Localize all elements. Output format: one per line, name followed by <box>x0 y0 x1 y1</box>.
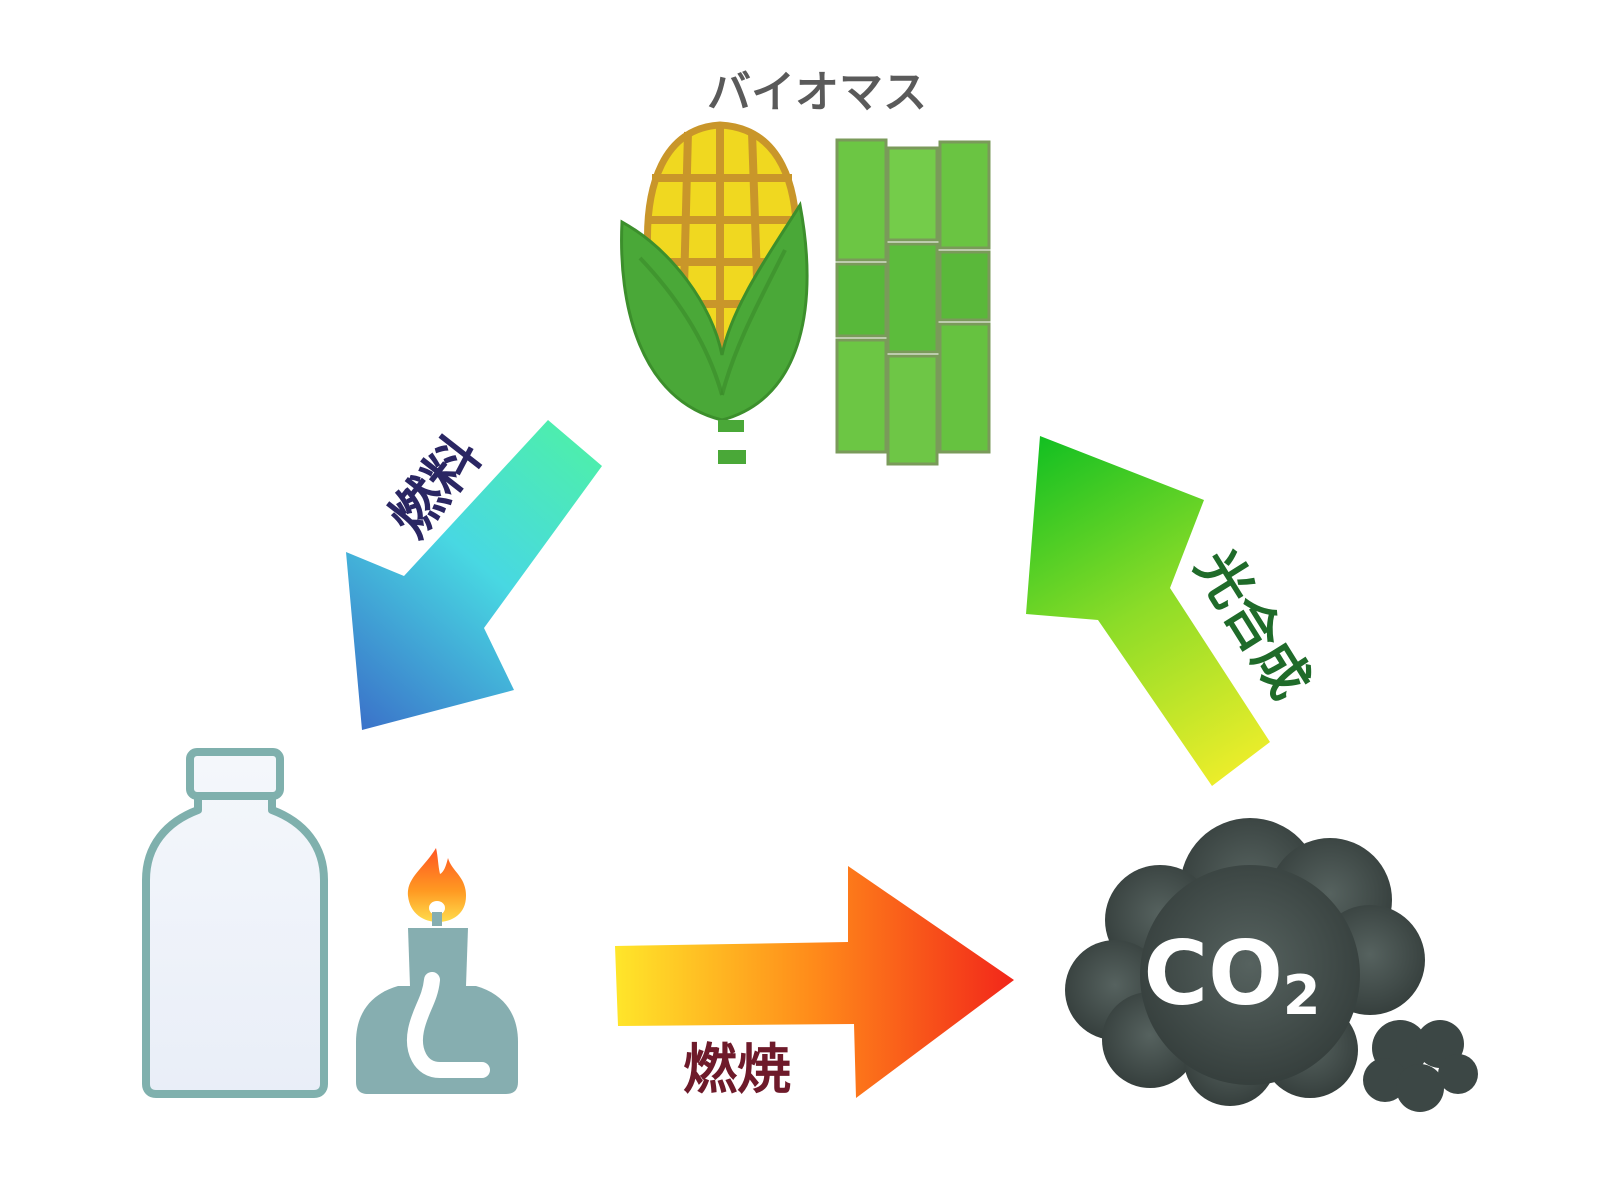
arrow-up-left-icon <box>1026 436 1270 786</box>
arrow-right-icon <box>615 866 1014 1098</box>
bottle-icon <box>142 748 328 1098</box>
combustion-label: 燃焼 <box>683 1038 791 1101</box>
arrow-down-left-icon <box>346 420 602 730</box>
co2-main-text: CO <box>1144 922 1283 1025</box>
alcohol-lamp-icon <box>356 848 518 1094</box>
sugarcane-icon <box>835 138 991 466</box>
co2-label: CO2 <box>1144 922 1321 1027</box>
co2-subscript: 2 <box>1283 964 1321 1027</box>
smoke-cloud-icon <box>1065 818 1478 1112</box>
corn-icon <box>620 121 809 464</box>
biomass-label: バイオマス <box>707 67 927 118</box>
